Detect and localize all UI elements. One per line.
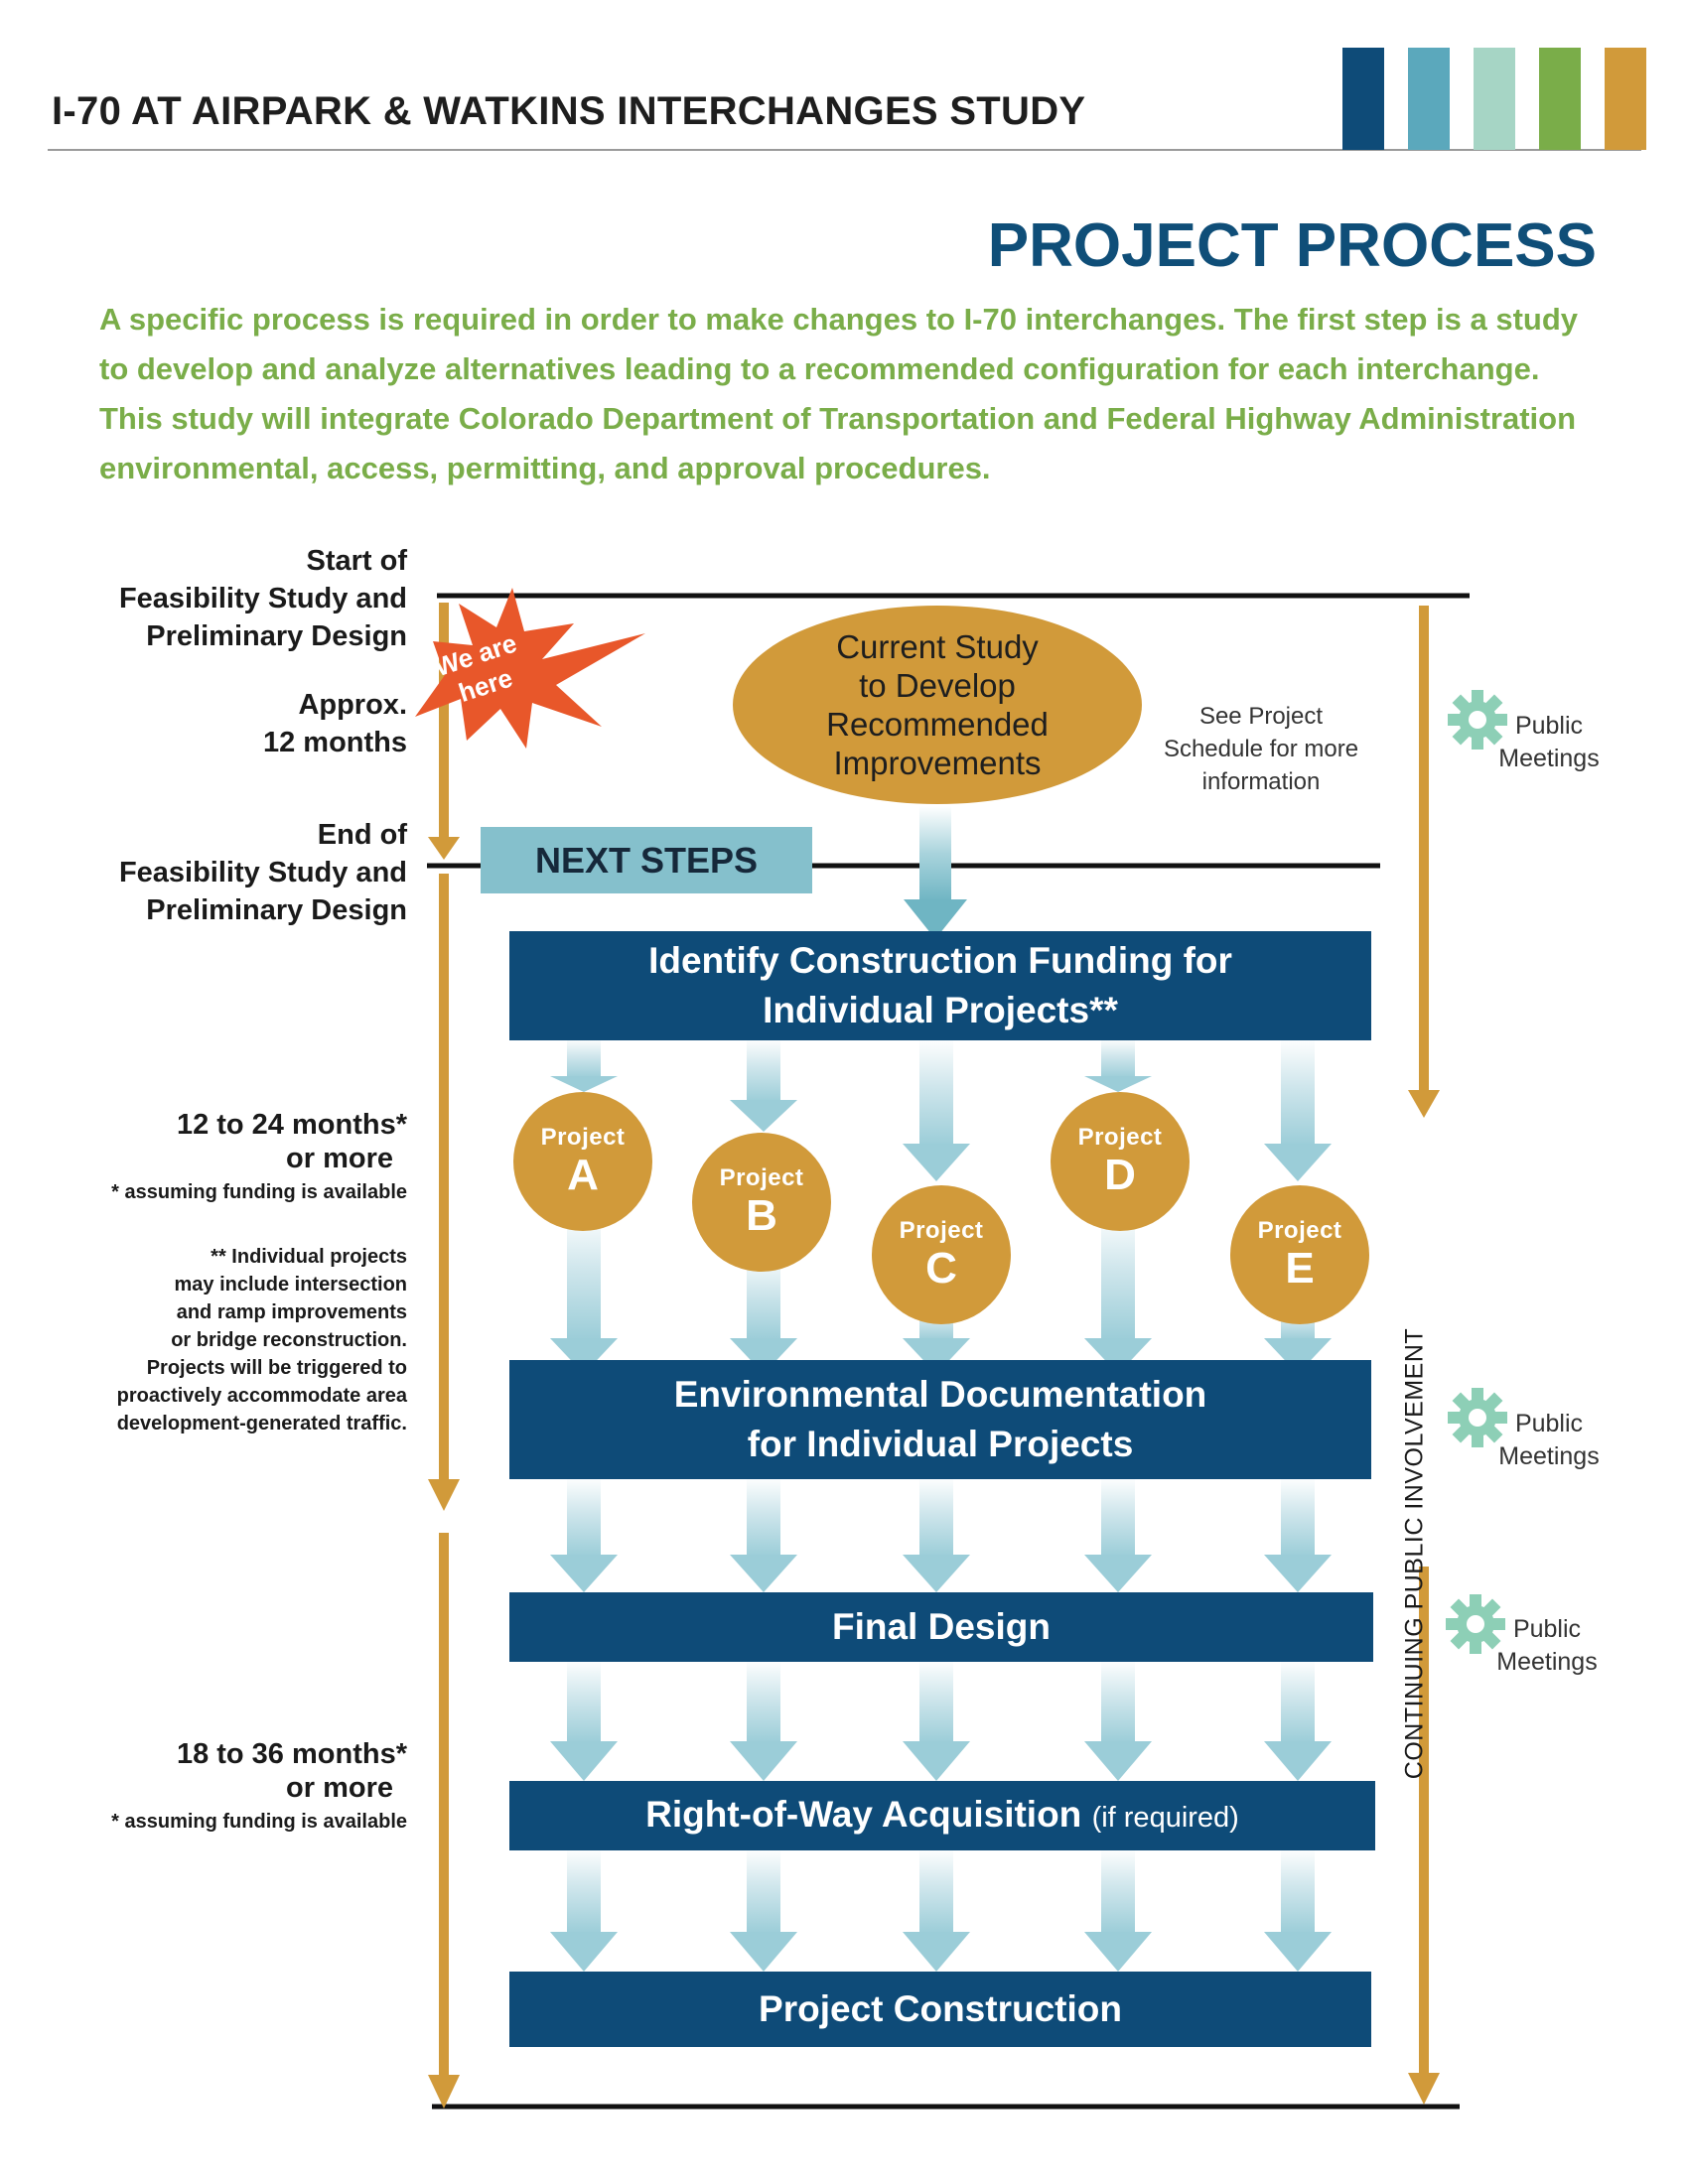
header-stripe-gold [1605, 48, 1646, 150]
next-steps-label: NEXT STEPS [481, 827, 812, 893]
arrow-current-study [904, 806, 967, 939]
final-design-step: Final Design [509, 1592, 1373, 1662]
continuing-involvement-label: CONTINUING PUBLIC INVOLVEMENT [1400, 1327, 1429, 1780]
header-divider [48, 149, 1641, 151]
we-are-here-burst [415, 588, 645, 749]
construction-step: Project Construction [509, 1972, 1371, 2047]
arrows-final-design-to-row [550, 1660, 1332, 1781]
header-stripe-teal [1408, 48, 1450, 150]
approx-duration-label: Approx.12 months [262, 689, 407, 758]
arrows-row-to-construction [550, 1848, 1332, 1972]
timeline-arrows [428, 603, 460, 2109]
header-stripe-mint [1474, 48, 1515, 150]
arrows-funding-to-projects [550, 1038, 1332, 1181]
right-of-way-step: Right-of-Way Acquisition (if required) [509, 1781, 1375, 1850]
page-title: PROJECT PROCESS [987, 211, 1597, 280]
gear-icons [1446, 690, 1507, 1654]
arrows-environmental-to-final-design [550, 1477, 1332, 1592]
range1-label: 12 to 24 months*or more * assuming fundi… [111, 1109, 407, 1203]
involvement-arrows [1408, 606, 1440, 2105]
header-stripe-green [1539, 48, 1581, 150]
header-title: I-70 AT AIRPARK & WATKINS INTERCHANGES S… [52, 89, 1086, 133]
range2-label: 18 to 36 months*or more * assuming fundi… [111, 1738, 407, 1833]
header-stripe-navy [1342, 48, 1384, 150]
intro-paragraph: A specific process is required in order … [99, 302, 1579, 485]
